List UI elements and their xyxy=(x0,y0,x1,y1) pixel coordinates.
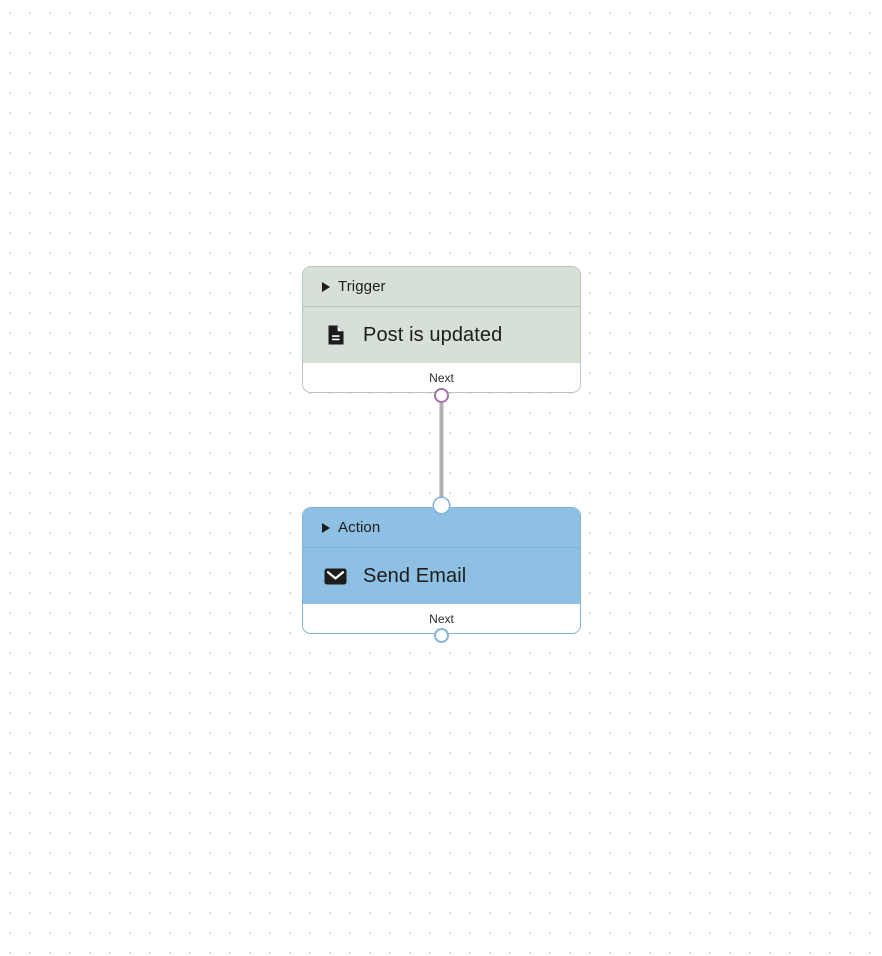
trigger-node-footer[interactable]: Next xyxy=(303,363,580,392)
action-node-header-label: Action xyxy=(338,519,381,536)
action-node-body[interactable]: Send Email xyxy=(303,548,580,604)
action-node[interactable]: Action Send Email Next xyxy=(302,507,581,634)
action-node-footer[interactable]: Next xyxy=(303,604,580,633)
trigger-node-body[interactable]: Post is updated xyxy=(303,307,580,363)
action-next-label: Next xyxy=(429,611,454,626)
trigger-next-label: Next xyxy=(429,370,454,385)
trigger-node-header[interactable]: Trigger xyxy=(303,267,580,307)
document-icon xyxy=(322,322,349,349)
action-output-port[interactable] xyxy=(434,628,449,643)
chevron-right-icon[interactable] xyxy=(322,281,330,292)
action-node-title: Send Email xyxy=(363,565,467,587)
trigger-node[interactable]: Trigger Post is updated Next xyxy=(302,266,581,393)
trigger-node-title: Post is updated xyxy=(363,324,503,346)
chevron-right-icon[interactable] xyxy=(322,522,330,533)
action-input-port[interactable] xyxy=(434,498,449,513)
trigger-node-header-label: Trigger xyxy=(338,278,386,295)
action-node-header[interactable]: Action xyxy=(303,508,580,548)
trigger-output-port[interactable] xyxy=(434,388,449,403)
envelope-icon xyxy=(322,563,349,590)
